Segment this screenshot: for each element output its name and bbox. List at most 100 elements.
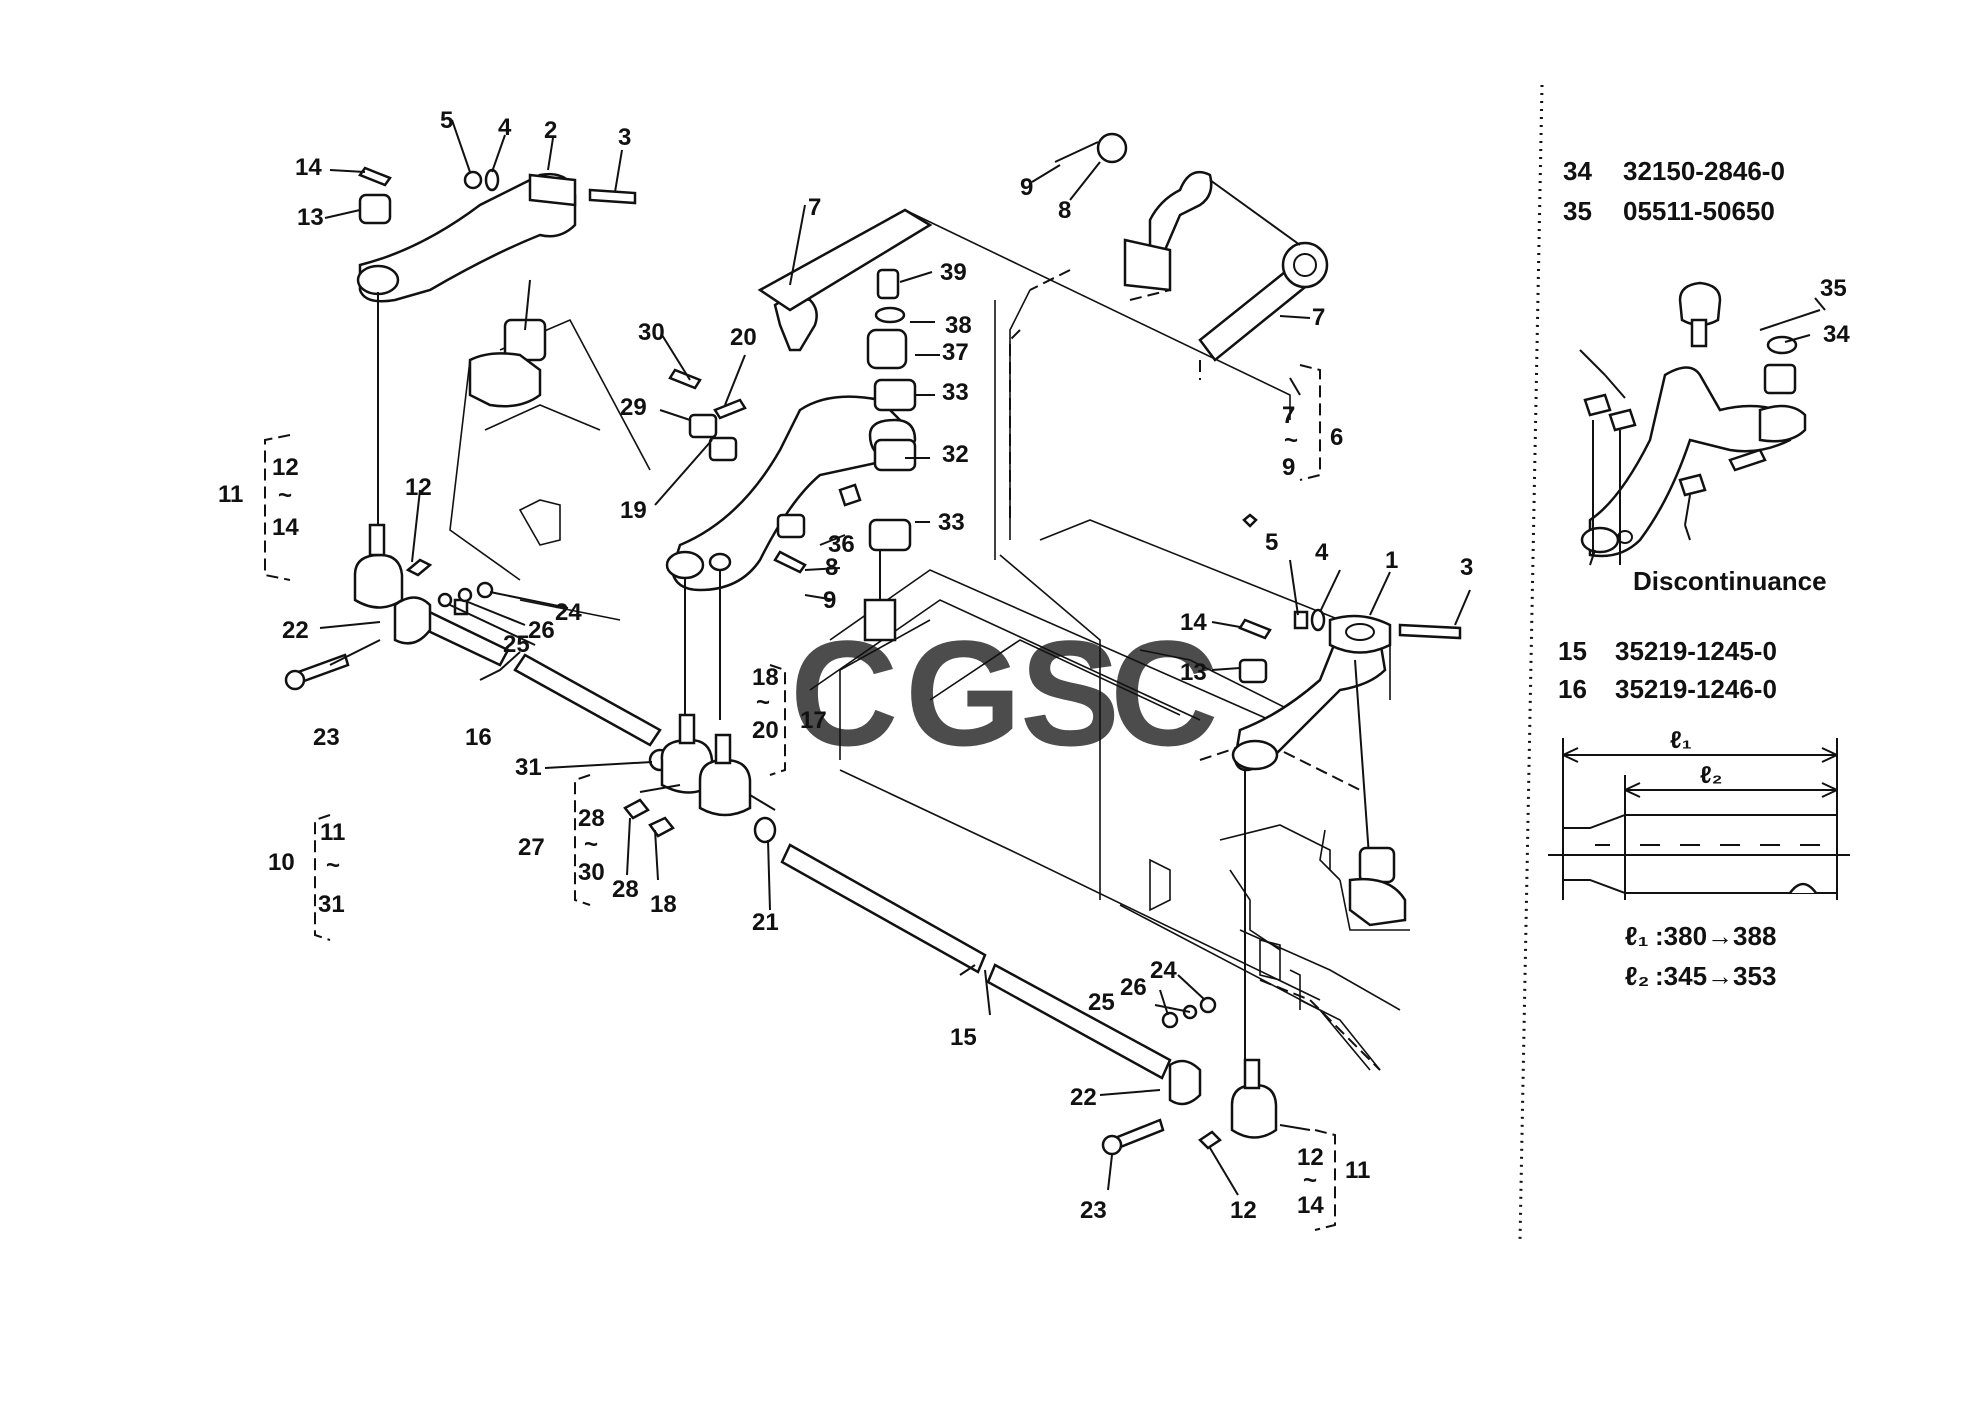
right-pitman-arm — [1231, 614, 1407, 1070]
group-from: 12 — [1297, 1144, 1324, 1171]
left-ball-joint — [353, 523, 404, 609]
group-to: 9 — [1282, 454, 1295, 481]
callout-3: 3 — [618, 124, 631, 151]
part-ref: 35 — [1563, 196, 1592, 226]
group-label: 11 — [1345, 1157, 1370, 1184]
discontinuance-sketch — [1579, 281, 1826, 566]
watermark-letter: S — [1020, 609, 1120, 777]
callout-28: 28 — [612, 876, 639, 903]
callout-9: 9 — [1020, 174, 1033, 201]
dimension-value: :345→353 — [1655, 961, 1776, 991]
part-number: 35219-1245-0 — [1615, 636, 1777, 666]
callout-1: 1 — [1385, 547, 1398, 574]
callout-7: 7 — [1312, 304, 1325, 331]
callout-20: 20 — [730, 324, 757, 351]
callout-32: 32 — [942, 441, 969, 468]
callout-8: 8 — [825, 554, 838, 581]
group-from: 18 — [752, 664, 779, 691]
dimension-symbol: ℓ₁ — [1625, 921, 1648, 951]
callout-4: 4 — [1315, 539, 1329, 566]
group-to: 14 — [272, 514, 299, 541]
group-6: 7 ~ 9 — [1282, 402, 1298, 481]
part-number: 32150-2846-0 — [1623, 156, 1785, 186]
chassis-frame — [449, 209, 1410, 1071]
group-tilde: ~ — [584, 831, 598, 858]
part-number: 05511-50650 — [1623, 196, 1775, 226]
group-tilde: ~ — [1284, 427, 1298, 454]
left-steering-gearbox — [468, 279, 547, 408]
group-to: 31 — [318, 891, 345, 918]
callout-7: 7 — [808, 194, 821, 221]
fasteners — [284, 166, 1462, 1156]
callout-34: 34 — [1823, 321, 1850, 348]
center-ball-joint-right — [698, 733, 776, 817]
callout-38: 38 — [945, 312, 972, 339]
dimension-symbol: ℓ₂ — [1625, 961, 1649, 991]
group-from: 11 — [320, 819, 345, 846]
group-17: 18 ~ 20 — [752, 664, 779, 744]
callout-25: 25 — [503, 631, 530, 658]
group-10: 10 11 ~ 31 — [268, 819, 345, 918]
callout-24: 24 — [555, 599, 582, 626]
leader-lines — [319, 119, 1471, 1196]
callout-3: 3 — [1460, 554, 1473, 581]
callout-35: 35 — [1820, 275, 1847, 302]
watermark-letter: C — [790, 609, 898, 777]
callout-9: 9 — [823, 587, 836, 614]
callout-26: 26 — [528, 617, 555, 644]
callout-31: 31 — [515, 754, 542, 781]
left-pitman-arm — [356, 172, 577, 560]
callout-22: 22 — [1070, 1084, 1097, 1111]
watermark: C G S C — [790, 609, 1218, 777]
callout-33: 33 — [938, 509, 965, 536]
part-ref: 15 — [1558, 636, 1587, 666]
callout-39: 39 — [940, 259, 967, 286]
callout-4: 4 — [498, 114, 512, 141]
rod-dimension-sketch — [1548, 738, 1850, 900]
discontinuance-note: Discontinuance — [1633, 566, 1827, 596]
callout-36: 36 — [828, 531, 855, 558]
callout-6: 6 — [1330, 424, 1343, 451]
group-tilde: ~ — [1303, 1167, 1317, 1194]
callout-14: 14 — [295, 154, 322, 181]
panel-divider — [1518, 84, 1544, 1241]
callout-23: 23 — [1080, 1197, 1107, 1224]
group-from: 12 — [272, 454, 299, 481]
callout-27: 27 — [518, 834, 545, 861]
group-labels: 11 12 ~ 14 11 12 ~ 14 10 11 ~ 31 28 ~ 30… — [218, 402, 1370, 1219]
callout-18: 18 — [650, 891, 677, 918]
callout-13: 13 — [297, 204, 324, 231]
callout-labels: 1 2 3 3 4 4 5 5 6 7 7 8 8 9 9 12 12 13 1… — [282, 107, 1850, 1224]
group-from: 7 — [1282, 402, 1295, 429]
group-11-left: 11 12 ~ 14 — [218, 454, 299, 541]
group-label: 11 — [218, 481, 243, 508]
callout-24: 24 — [1150, 957, 1177, 984]
callout-5: 5 — [440, 107, 453, 134]
idler-bracket-parts — [757, 208, 933, 642]
callout-21: 21 — [752, 909, 779, 936]
callout-13: 13 — [1180, 659, 1207, 686]
right-ball-joint — [1230, 1058, 1278, 1139]
group-brackets — [264, 364, 1336, 1231]
callout-19: 19 — [620, 497, 647, 524]
group-11-right: 11 12 ~ 14 — [1297, 1144, 1370, 1219]
callout-37: 37 — [942, 339, 969, 366]
watermark-letter: G — [905, 609, 1022, 777]
callout-14: 14 — [1180, 609, 1207, 636]
group-from: 28 — [578, 805, 605, 832]
group-tilde: ~ — [756, 689, 770, 716]
group-to: 20 — [752, 717, 779, 744]
tie-rod-15 — [780, 843, 1202, 1106]
callout-12: 12 — [405, 474, 432, 501]
top-right-idler-rod — [1054, 132, 1329, 362]
tie-rod-16 — [393, 596, 672, 772]
group-tilde: ~ — [326, 852, 340, 879]
part-ref: 34 — [1563, 156, 1592, 186]
callout-25: 25 — [1088, 989, 1115, 1016]
dim-label-l2: ℓ₂ — [1700, 762, 1722, 789]
callout-22: 22 — [282, 617, 309, 644]
group-27: 28 ~ 30 — [578, 805, 605, 886]
callout-2: 2 — [544, 117, 557, 144]
callout-29: 29 — [620, 394, 647, 421]
